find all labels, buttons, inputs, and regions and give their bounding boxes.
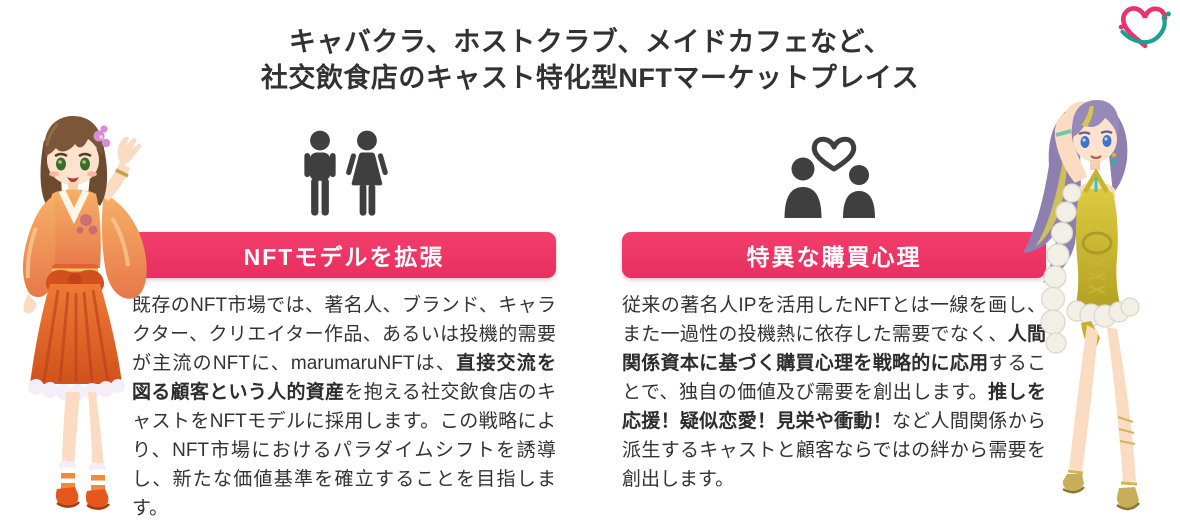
section-icon-box xyxy=(622,120,1046,232)
section-heading-banner: NFTモデルを拡張 xyxy=(132,232,556,278)
section-purchase-psychology: 特異な購買心理 従来の著名人IPを活用したNFTとは一線を画し、また一過性の投機… xyxy=(622,120,1046,494)
heart-ribbon-logo-icon xyxy=(1118,6,1171,49)
page-title-line2: 社交飲食店のキャスト特化型NFTマーケットプレイス xyxy=(260,63,920,93)
section-icon-box xyxy=(132,120,556,232)
section-body: 既存のNFT市場では、著名人、ブランド、キャラクター、クリエイター作品、あるいは… xyxy=(132,295,556,519)
anime-girl-orange-kimono-illustration xyxy=(22,116,147,510)
two-people-heart-icon xyxy=(784,136,875,218)
section-heading: NFTモデルを拡張 xyxy=(243,244,445,270)
section-body: 従来の著名人IPを活用したNFTとは一線を画し、また一過性の投機熱に依存した需要… xyxy=(622,295,1046,490)
section-heading-banner: 特異な購買心理 xyxy=(622,232,1046,278)
page-title-line1: キャバクラ、ホストクラブ、メイドカフェなど、 xyxy=(288,27,892,57)
anime-girl-gold-dress-illustration xyxy=(1023,100,1140,511)
man-woman-couple-icon xyxy=(304,130,388,216)
section-heading: 特異な購買心理 xyxy=(746,244,922,270)
page-title: キャバクラ、ホストクラブ、メイドカフェなど、 社交飲食店のキャスト特化型NFTマ… xyxy=(0,24,1180,96)
section-nft-model: NFTモデルを拡張 既存のNFT市場では、著名人、ブランド、キャラクター、クリエ… xyxy=(132,120,556,523)
